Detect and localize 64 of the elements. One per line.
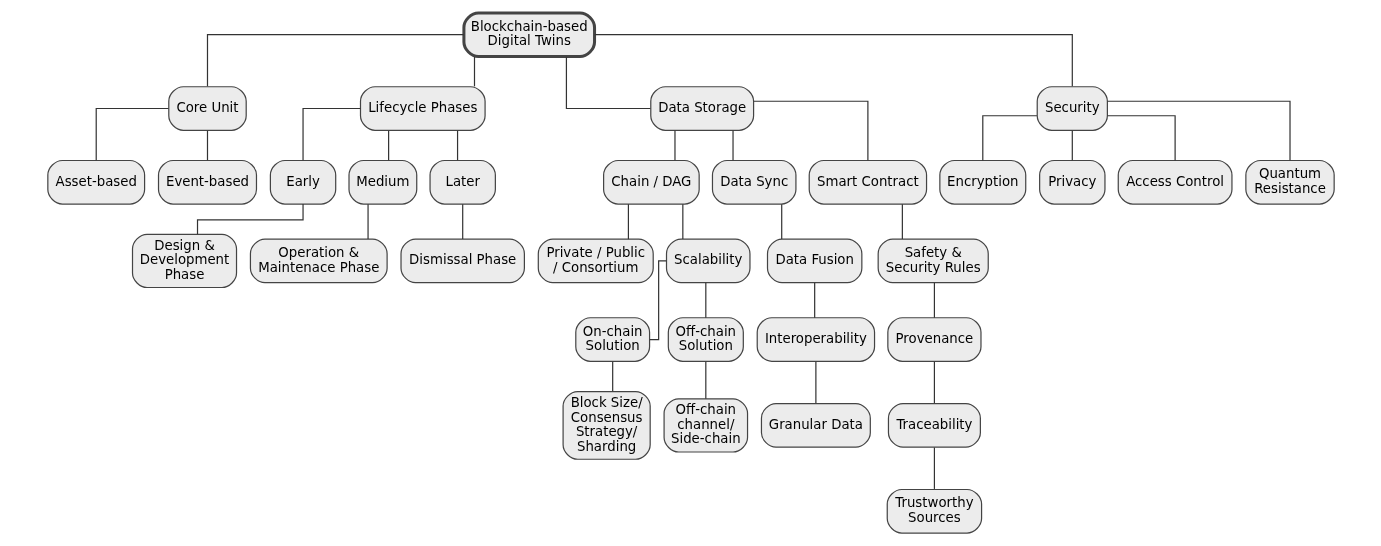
node-box: Off-chain Solution [667,317,744,362]
connector [704,361,706,400]
node-box: Operation & Maintenace Phase [249,238,388,284]
connector [387,130,389,161]
connector [752,100,868,161]
node-box: Core Unit [167,86,247,131]
connector [780,203,782,240]
connector [704,282,706,319]
connector [206,130,208,161]
node-box: Design & Development Phase [131,233,237,289]
node-box: Medium [347,159,417,205]
node-box: Safety & Security Rules [877,238,989,284]
connector [933,361,935,404]
connector [301,107,361,161]
connector [901,203,903,240]
node-box: Quantum Resistance [1244,159,1335,205]
connector [611,361,613,392]
node-box: Dismissal Phase [399,238,525,284]
node-box: Access Control [1117,159,1233,205]
node-box: Early [269,159,336,205]
connector [933,282,935,319]
node-box: Event-based [157,159,257,205]
connector [593,34,1073,87]
connector [1071,130,1073,161]
connector [627,203,629,240]
connector [456,130,458,161]
node-box: Chain / DAG [602,159,700,205]
connector [461,203,463,240]
connector [813,282,815,319]
connector [565,56,651,110]
connector [933,446,935,490]
connector [95,107,169,161]
connector [1106,115,1176,162]
node-box: Private / Public / Consortium [537,238,654,284]
node-box: Scalability [665,238,751,284]
connector [473,56,475,87]
connector [366,203,369,240]
node-box: Security [1036,86,1108,131]
connector [814,361,816,404]
node-box: Traceability [887,403,981,448]
connector [673,130,676,161]
node-box: Block Size/ Consensus Strategy/ Sharding [562,390,651,460]
node-box: Data Sync [711,159,797,205]
node-box: Granular Data [760,403,871,448]
node-box: Encryption [938,159,1026,205]
node-box: Lifecycle Phases [359,86,486,131]
connector [206,34,464,87]
node-box: Trustworthy Sources [886,488,982,534]
node-box: Blockchain-based Digital Twins [461,11,596,58]
node-box: Data Storage [649,86,754,131]
connector [731,130,734,161]
node-box: Interoperability [756,317,875,362]
node-box: Off-chain channel/ Side-chain [663,398,748,453]
node-box: On-chain Solution [574,317,650,362]
node-box: Smart Contract [808,159,927,205]
node-box: Provenance [886,317,982,362]
connector [1106,100,1291,161]
connector [981,115,1038,162]
node-box: Later [428,159,496,205]
node-box: Asset-based [46,159,145,205]
connector [681,203,683,240]
connector [648,260,667,341]
node-box: Privacy [1038,159,1106,205]
node-box: Data Fusion [766,238,862,284]
